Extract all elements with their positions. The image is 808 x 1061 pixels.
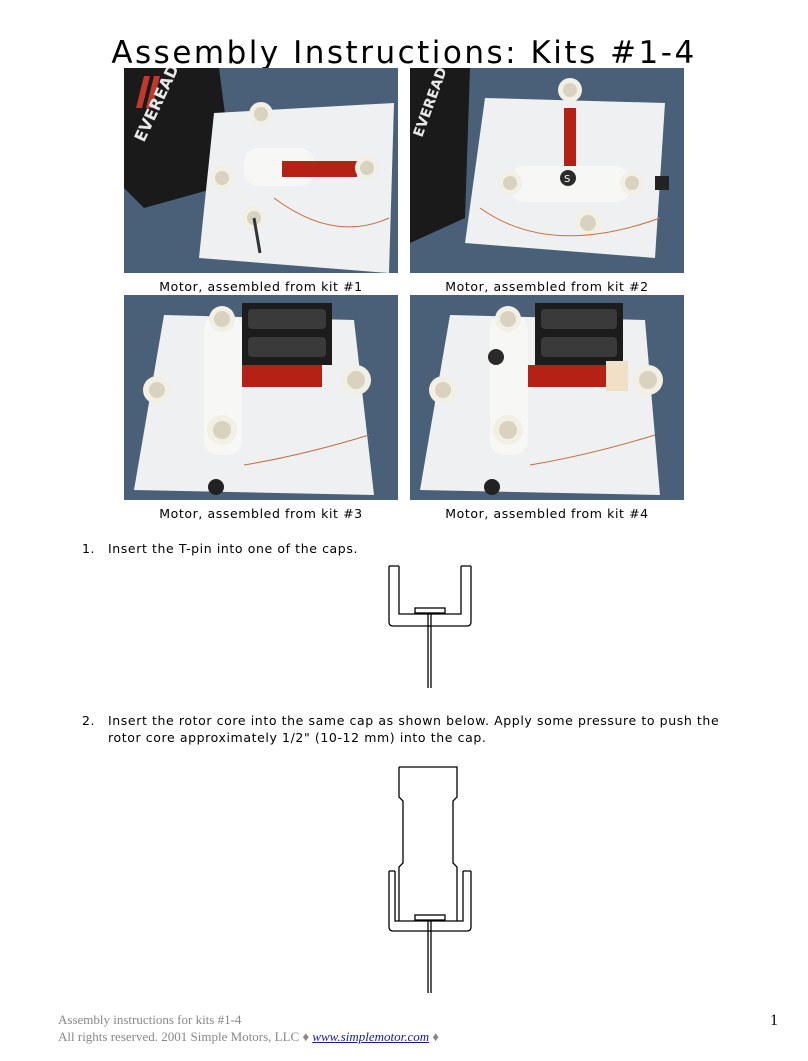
caption-kit-2: Motor, assembled from kit #2 bbox=[445, 279, 649, 294]
footer-diamond: ♦ bbox=[429, 1029, 439, 1044]
motor-photo-kit-3 bbox=[124, 295, 398, 500]
photo-kit-2: EVEREADY S bbox=[410, 68, 684, 273]
footer-line-1: Assembly instructions for kits #1-4 bbox=[58, 1012, 242, 1027]
step-text: Insert the T-pin into one of the caps. bbox=[108, 541, 359, 556]
rotor-core-in-cap-drawing bbox=[388, 766, 472, 993]
motor-photo-kit-1: EVEREADY bbox=[124, 68, 398, 273]
caption-kit-4: Motor, assembled from kit #4 bbox=[445, 506, 649, 521]
photo-kit-3 bbox=[124, 295, 398, 500]
step-number: 2. bbox=[82, 713, 96, 728]
step-number: 1. bbox=[82, 541, 96, 556]
photo-kit-4 bbox=[410, 295, 684, 500]
motor-photo-kit-2: EVEREADY S bbox=[410, 68, 684, 273]
caption-kit-1: Motor, assembled from kit #1 bbox=[159, 279, 363, 294]
caption-kit-3: Motor, assembled from kit #3 bbox=[159, 506, 363, 521]
motor-photo-kit-4 bbox=[410, 295, 684, 500]
footer-line-2: All rights reserved. 2001 Simple Motors,… bbox=[58, 1028, 439, 1045]
photo-kit-1: EVEREADY bbox=[124, 68, 398, 273]
copyright-text: All rights reserved. 2001 Simple Motors,… bbox=[58, 1029, 313, 1044]
website-link[interactable]: www.simplemotor.com bbox=[312, 1029, 430, 1044]
page-number: 1 bbox=[770, 1012, 778, 1029]
step-text: Insert the rotor core into the same cap … bbox=[108, 713, 720, 745]
page-title: Assembly Instructions: Kits #1-4 bbox=[111, 34, 697, 71]
svg-text:S: S bbox=[564, 174, 570, 185]
cap-with-t-pin-drawing bbox=[388, 565, 472, 688]
footer: Assembly instructions for kits #1-4 All … bbox=[58, 1011, 439, 1045]
